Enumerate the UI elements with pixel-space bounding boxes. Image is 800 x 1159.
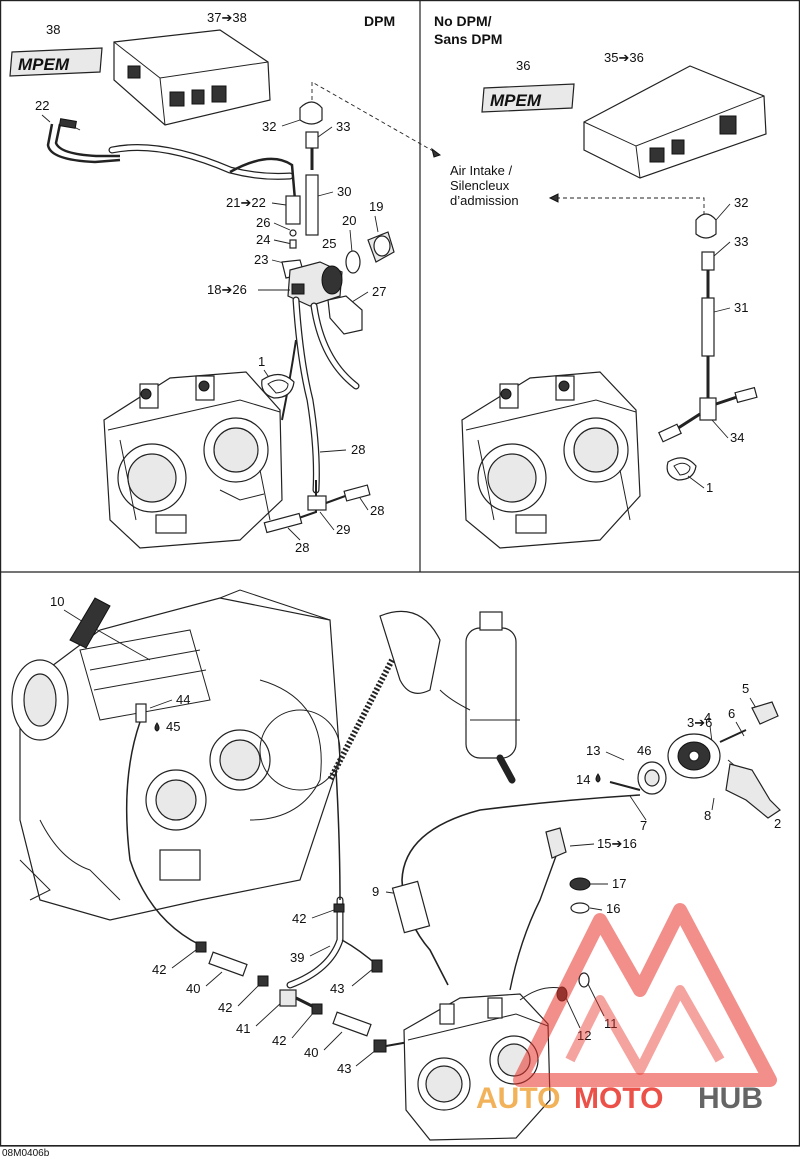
callout-16: 16 xyxy=(606,901,620,916)
callout-32b: 32 xyxy=(734,195,748,210)
callout-1a: 1 xyxy=(258,354,265,369)
autmotohub-watermark: AUTO MOTO HUB xyxy=(476,903,777,1115)
mpem-logo-nodpm: MPEM xyxy=(481,83,575,113)
callout-6: 6 xyxy=(728,706,735,721)
callout-13: 13 xyxy=(586,743,600,758)
air-intake-line1: Air Intake / xyxy=(450,163,513,178)
engine-section: 10 44 45 5 3➔6 4 6 xyxy=(11,589,781,1141)
callout-27: 27 xyxy=(372,284,386,299)
callout-25: 25 xyxy=(322,236,336,251)
no-dpm-title-line1: No DPM/ xyxy=(434,13,492,29)
callout-29: 29 xyxy=(336,522,350,537)
carburetor-assembly-bottom xyxy=(403,987,561,1141)
callout-8b: 8 xyxy=(704,808,711,823)
carburetor-assembly-nodpm xyxy=(461,371,641,549)
callout-2: 2 xyxy=(774,816,781,831)
callout-1b: 1 xyxy=(706,480,713,495)
callout-33b: 33 xyxy=(734,234,748,249)
air-intake-line2: Silencleux xyxy=(450,178,510,193)
callout-3-6: 3➔6 xyxy=(687,715,712,730)
callout-20: 20 xyxy=(342,213,356,228)
callout-42a: 42 xyxy=(292,911,306,926)
callout-43a: 43 xyxy=(330,981,344,996)
no-dpm-title-line2: Sans DPM xyxy=(434,31,502,47)
callout-11: 11 xyxy=(604,1016,618,1031)
callout-45: 45 xyxy=(166,719,180,734)
callout-28c: 28 xyxy=(295,540,309,555)
callout-10: 10 xyxy=(50,594,64,609)
callout-17: 17 xyxy=(612,876,626,891)
mpem-module-dpm xyxy=(113,29,271,126)
callout-40b: 40 xyxy=(304,1045,318,1060)
callout-24: 24 xyxy=(256,232,270,247)
callout-42d: 42 xyxy=(272,1033,286,1048)
callout-34: 34 xyxy=(730,430,744,445)
drawing-code: 08M0406b xyxy=(2,1148,50,1159)
engine-block xyxy=(11,589,341,921)
callout-28a: 28 xyxy=(351,442,365,457)
svg-text:MPEM: MPEM xyxy=(18,55,70,74)
watermark-hub: HUB xyxy=(698,1082,763,1115)
no-dpm-section: No DPM/ Sans DPM 36 MPEM 35➔36 Air Intak… xyxy=(431,13,767,549)
callout-33a: 33 xyxy=(336,119,350,134)
callout-32a: 32 xyxy=(262,119,276,134)
callout-39: 39 xyxy=(290,950,304,965)
callout-22: 22 xyxy=(35,98,49,113)
svg-text:MPEM: MPEM xyxy=(490,91,542,110)
callout-15-16: 15➔16 xyxy=(597,836,637,851)
callout-35-36: 35➔36 xyxy=(604,50,644,65)
callout-42b: 42 xyxy=(152,962,166,977)
callout-31: 31 xyxy=(734,300,748,315)
watermark-moto: MOTO xyxy=(574,1082,663,1115)
callout-28b: 28 xyxy=(370,503,384,518)
dpm-title: DPM xyxy=(364,13,395,29)
callout-9: 9 xyxy=(372,884,379,899)
air-intake-line3: d’admission xyxy=(450,193,519,208)
mpem-module-nodpm xyxy=(583,65,767,179)
mpem-logo-dpm: MPEM xyxy=(9,47,103,77)
callout-38: 38 xyxy=(46,22,60,37)
callout-7: 7 xyxy=(640,818,647,833)
callout-18-26: 18➔26 xyxy=(207,282,247,297)
callout-36: 36 xyxy=(516,58,530,73)
callout-41: 41 xyxy=(236,1021,250,1036)
callout-40a: 40 xyxy=(186,981,200,996)
oil-pump-cover xyxy=(667,733,721,779)
callout-44: 44 xyxy=(176,692,190,707)
dpm-solenoid xyxy=(287,261,343,307)
callout-30: 30 xyxy=(337,184,351,199)
dpm-section: DPM MPEM 38 37➔38 22 32 33 xyxy=(9,10,441,555)
callout-42c: 42 xyxy=(218,1000,232,1015)
callout-5: 5 xyxy=(742,681,749,696)
watermark-auto: AUTO xyxy=(476,1082,560,1115)
callout-12: 12 xyxy=(577,1028,591,1043)
callout-19: 19 xyxy=(369,199,383,214)
carburetor-assembly-dpm xyxy=(103,371,283,549)
callout-21-22: 21➔22 xyxy=(226,195,266,210)
callout-14: 14 xyxy=(576,772,590,787)
callout-46: 46 xyxy=(637,743,651,758)
callout-23: 23 xyxy=(254,252,268,267)
callout-4: 4 xyxy=(704,710,711,725)
callout-37-38: 37➔38 xyxy=(207,10,247,25)
callout-26: 26 xyxy=(256,215,270,230)
callout-43b: 43 xyxy=(337,1061,351,1076)
oil-reservoir xyxy=(327,610,520,784)
